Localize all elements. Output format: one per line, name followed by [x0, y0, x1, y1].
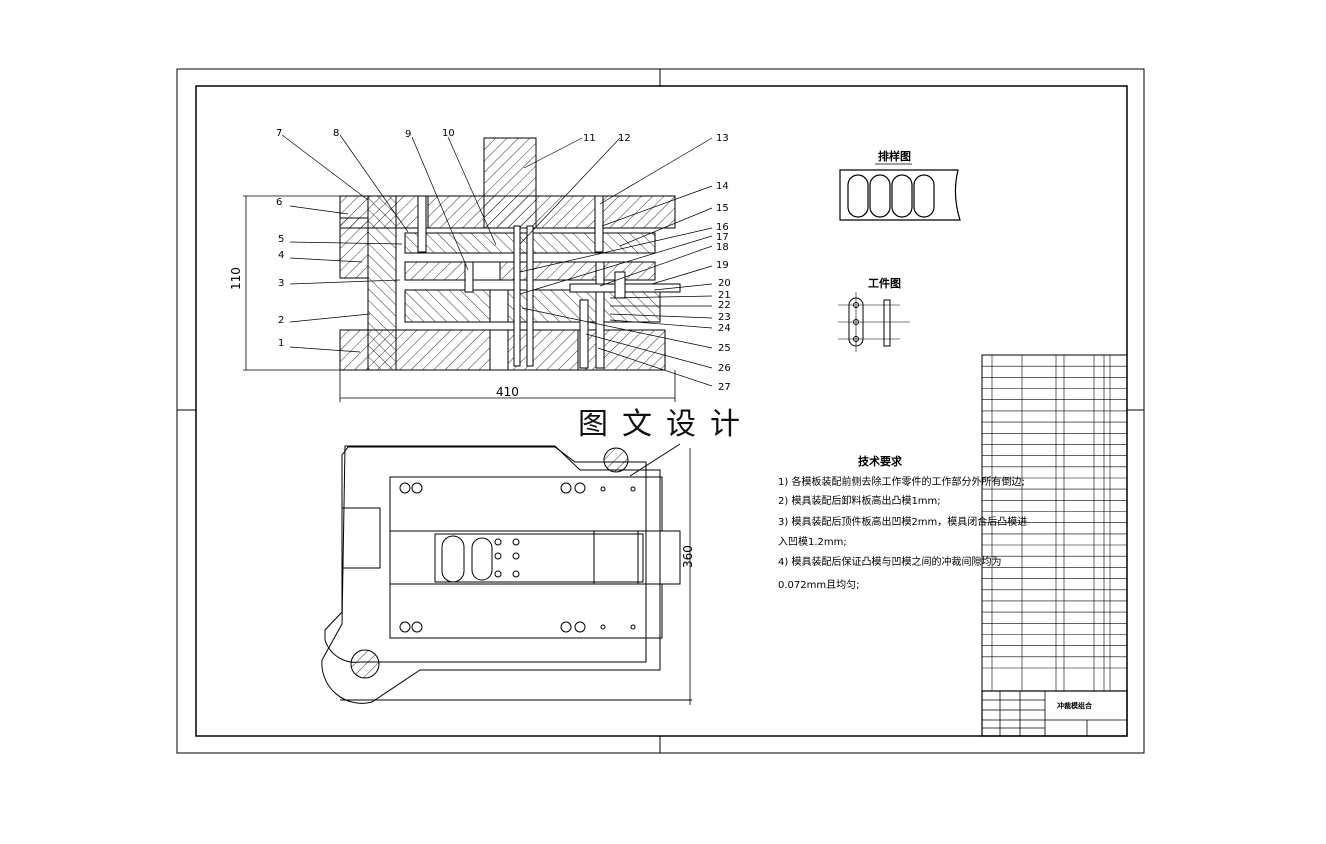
balloon-21: 21	[718, 290, 731, 301]
title-block-name: 冲裁模组合	[1057, 701, 1093, 710]
balloon-19: 19	[716, 260, 729, 271]
balloon-10: 10	[442, 128, 455, 139]
balloon-5: 5	[278, 234, 284, 245]
balloon-16: 16	[716, 222, 729, 233]
balloon-9: 9	[405, 129, 411, 140]
dim-height: 110	[229, 267, 243, 290]
centering-marks	[177, 69, 1144, 753]
balloon-26: 26	[718, 363, 731, 374]
balloon-7: 7	[276, 128, 282, 139]
balloon-8: 8	[333, 128, 339, 139]
dim-plan: 360	[681, 545, 695, 568]
watermark: 图文设计	[578, 407, 754, 442]
leader-lines	[281, 134, 713, 387]
tech-req-line-1: 1) 各模板装配前侧去除工作零件的工作部分外所有倒边;	[778, 475, 1025, 488]
plan-view	[321, 443, 692, 704]
tech-req-line-5: 4) 模具装配后保证凸模与凹模之间的冲裁间隙均为	[778, 555, 1001, 568]
dim-width: 410	[496, 385, 519, 399]
balloon-15: 15	[716, 203, 729, 214]
balloon-17: 17	[716, 232, 729, 243]
tech-req-line-3: 3) 模具装配后顶件板高出凹模2mm，模具闭合后凸模进	[778, 515, 1027, 528]
balloon-13: 13	[716, 133, 729, 144]
tech-req-line-6: 0.072mm且均匀;	[778, 579, 859, 591]
title-block	[981, 690, 1128, 737]
balloon-23: 23	[718, 312, 731, 323]
balloon-14: 14	[716, 181, 729, 192]
strip-layout	[839, 169, 961, 221]
balloon-25: 25	[718, 343, 731, 354]
balloon-20: 20	[718, 278, 731, 289]
part-drawing-title: 工件图	[868, 276, 901, 290]
tech-req-line-4: 入凹模1.2mm;	[778, 536, 847, 548]
part-drawing	[838, 292, 910, 352]
balloon-11: 11	[583, 133, 596, 144]
parts-list	[981, 354, 1128, 692]
dimension-lines	[243, 195, 691, 705]
balloon-2: 2	[278, 315, 284, 326]
strip-layout-title: 排样图	[878, 149, 911, 163]
balloon-4: 4	[278, 250, 284, 261]
balloon-22: 22	[718, 300, 731, 311]
balloon-1: 1	[278, 338, 284, 349]
balloon-24: 24	[718, 323, 731, 334]
tech-req-title: 技术要求	[858, 454, 903, 468]
balloon-27: 27	[718, 382, 731, 393]
guide-bush	[339, 217, 369, 279]
balloon-18: 18	[716, 242, 729, 253]
balloon-3: 3	[278, 278, 284, 289]
section-view	[339, 137, 681, 371]
balloon-12: 12	[618, 133, 631, 144]
tech-req-line-2: 2) 模具装配后卸料板高出凸模1mm;	[778, 494, 941, 507]
balloon-6: 6	[276, 197, 282, 208]
